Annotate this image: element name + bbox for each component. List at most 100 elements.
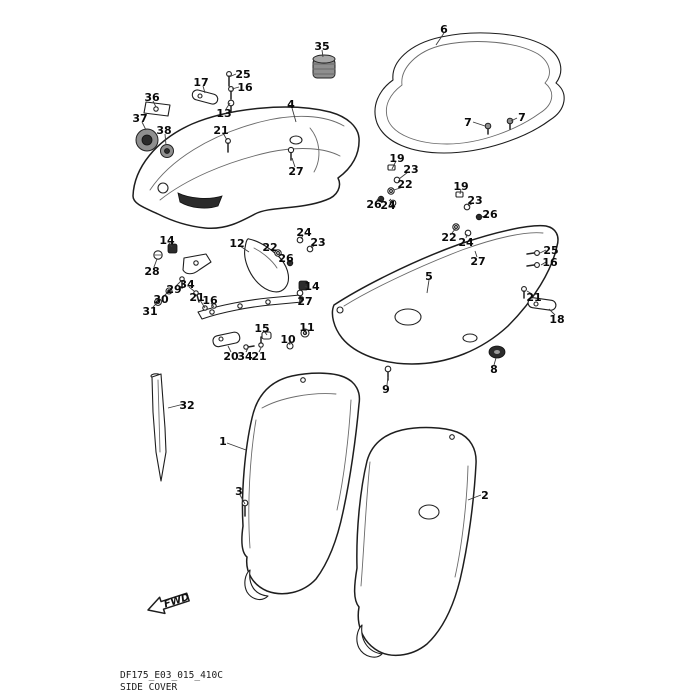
grommet-38-center <box>164 148 170 154</box>
callout-36: 36 <box>144 91 160 104</box>
screw-34-left <box>193 290 199 296</box>
seal-clip-left <box>484 122 492 135</box>
panel-crease-1 <box>149 115 345 191</box>
leader-line <box>459 188 462 195</box>
washer-24-left <box>389 199 397 207</box>
leader-line <box>210 302 215 308</box>
callout-26: 26 <box>366 198 382 211</box>
leader-line <box>228 73 237 78</box>
cushion-14-mid <box>298 280 309 291</box>
callout-16: 16 <box>237 81 253 94</box>
seal-inner-loop <box>385 41 553 145</box>
leader-line <box>539 249 547 254</box>
leader-line <box>258 347 262 353</box>
callout-6: 6 <box>440 23 448 36</box>
clamp-20 <box>212 331 241 348</box>
cover-1-outline <box>241 372 361 595</box>
panel-crease-3 <box>309 127 320 173</box>
callout-30: 30 <box>153 293 169 306</box>
callout-16: 16 <box>202 294 218 307</box>
side-cover-starboard <box>353 426 477 658</box>
leader-line <box>168 242 173 248</box>
clamp-18 <box>527 297 557 311</box>
callout-7: 7 <box>464 116 472 129</box>
callout-25: 25 <box>543 244 558 257</box>
fwd-arrow-shape <box>147 592 190 615</box>
leader-line <box>167 403 185 409</box>
panel-5-opening <box>394 308 422 326</box>
callout-35: 35 <box>314 40 329 53</box>
leader-line <box>510 117 518 122</box>
drawing-title: SIDE COVER <box>120 682 177 693</box>
leader-line <box>141 121 147 131</box>
cushion-14-left <box>167 243 178 254</box>
grommet-26-right <box>475 213 483 221</box>
lower-side-panel <box>331 224 559 365</box>
callout-23: 23 <box>310 236 325 249</box>
leader-line <box>304 285 310 289</box>
panel-boss <box>289 135 303 145</box>
callout-21: 21 <box>213 124 228 137</box>
bracket-bar-hole <box>265 299 271 305</box>
washer-22-left-hole <box>389 189 393 193</box>
leader-line <box>175 280 182 287</box>
spacer-15 <box>261 331 272 340</box>
leader-line <box>222 132 228 141</box>
leader-line <box>426 279 430 294</box>
callout-38: 38 <box>156 124 171 137</box>
callout-25: 25 <box>235 68 250 81</box>
panel-crease-2 <box>159 148 341 201</box>
leader-line <box>300 295 305 299</box>
panel-hole <box>157 182 169 194</box>
washer-22-right-hole <box>454 225 458 229</box>
leader-line <box>239 494 246 505</box>
leader-line <box>376 196 381 201</box>
seal-gasket <box>374 32 565 154</box>
leader-line <box>239 245 250 253</box>
cover-2-outline <box>353 426 477 656</box>
callout-34: 34 <box>237 350 253 363</box>
bracket-bar-hole <box>209 309 215 315</box>
callout-34: 34 <box>179 278 195 291</box>
callout-15: 15 <box>254 322 269 335</box>
callout-4: 4 <box>287 98 295 111</box>
leader-line <box>164 133 167 146</box>
leader-line <box>493 357 497 366</box>
leader-line <box>227 345 232 353</box>
callout-37: 37 <box>132 112 147 125</box>
callout-26: 26 <box>278 252 294 265</box>
leader-line <box>548 308 556 316</box>
panel-5-outline <box>331 224 559 365</box>
clip-19-right <box>455 191 464 198</box>
clamp-17 <box>191 89 219 105</box>
callout-22: 22 <box>441 231 456 244</box>
washer-24-right <box>464 229 472 237</box>
bracket-12-crease <box>253 247 278 269</box>
leader-line <box>288 341 291 346</box>
callout-17: 17 <box>193 76 208 89</box>
callout-16: 16 <box>542 256 558 269</box>
leader-line <box>199 299 206 309</box>
cover-2-inner-right <box>454 465 469 578</box>
upper-cover-panel <box>132 106 360 230</box>
seal-clip-right <box>506 117 514 130</box>
callout-10: 10 <box>280 333 296 346</box>
cover-1-inner-left <box>248 419 257 549</box>
leader-line <box>310 244 316 249</box>
screw-34-left-shaft <box>196 294 200 303</box>
callout-20: 20 <box>223 350 239 363</box>
grommet-8-center <box>494 350 500 354</box>
leader-line <box>321 49 324 58</box>
callout-27: 27 <box>288 165 303 178</box>
leader-line <box>465 233 468 239</box>
leader-line <box>152 302 158 308</box>
bracket-bar-hole <box>237 303 243 309</box>
clamp-18-hole <box>533 301 539 307</box>
callout-3: 3 <box>235 485 243 498</box>
callout-14: 14 <box>304 280 320 293</box>
callout-12: 12 <box>229 237 244 250</box>
leader-line <box>474 250 478 258</box>
callout-7: 7 <box>518 111 526 124</box>
